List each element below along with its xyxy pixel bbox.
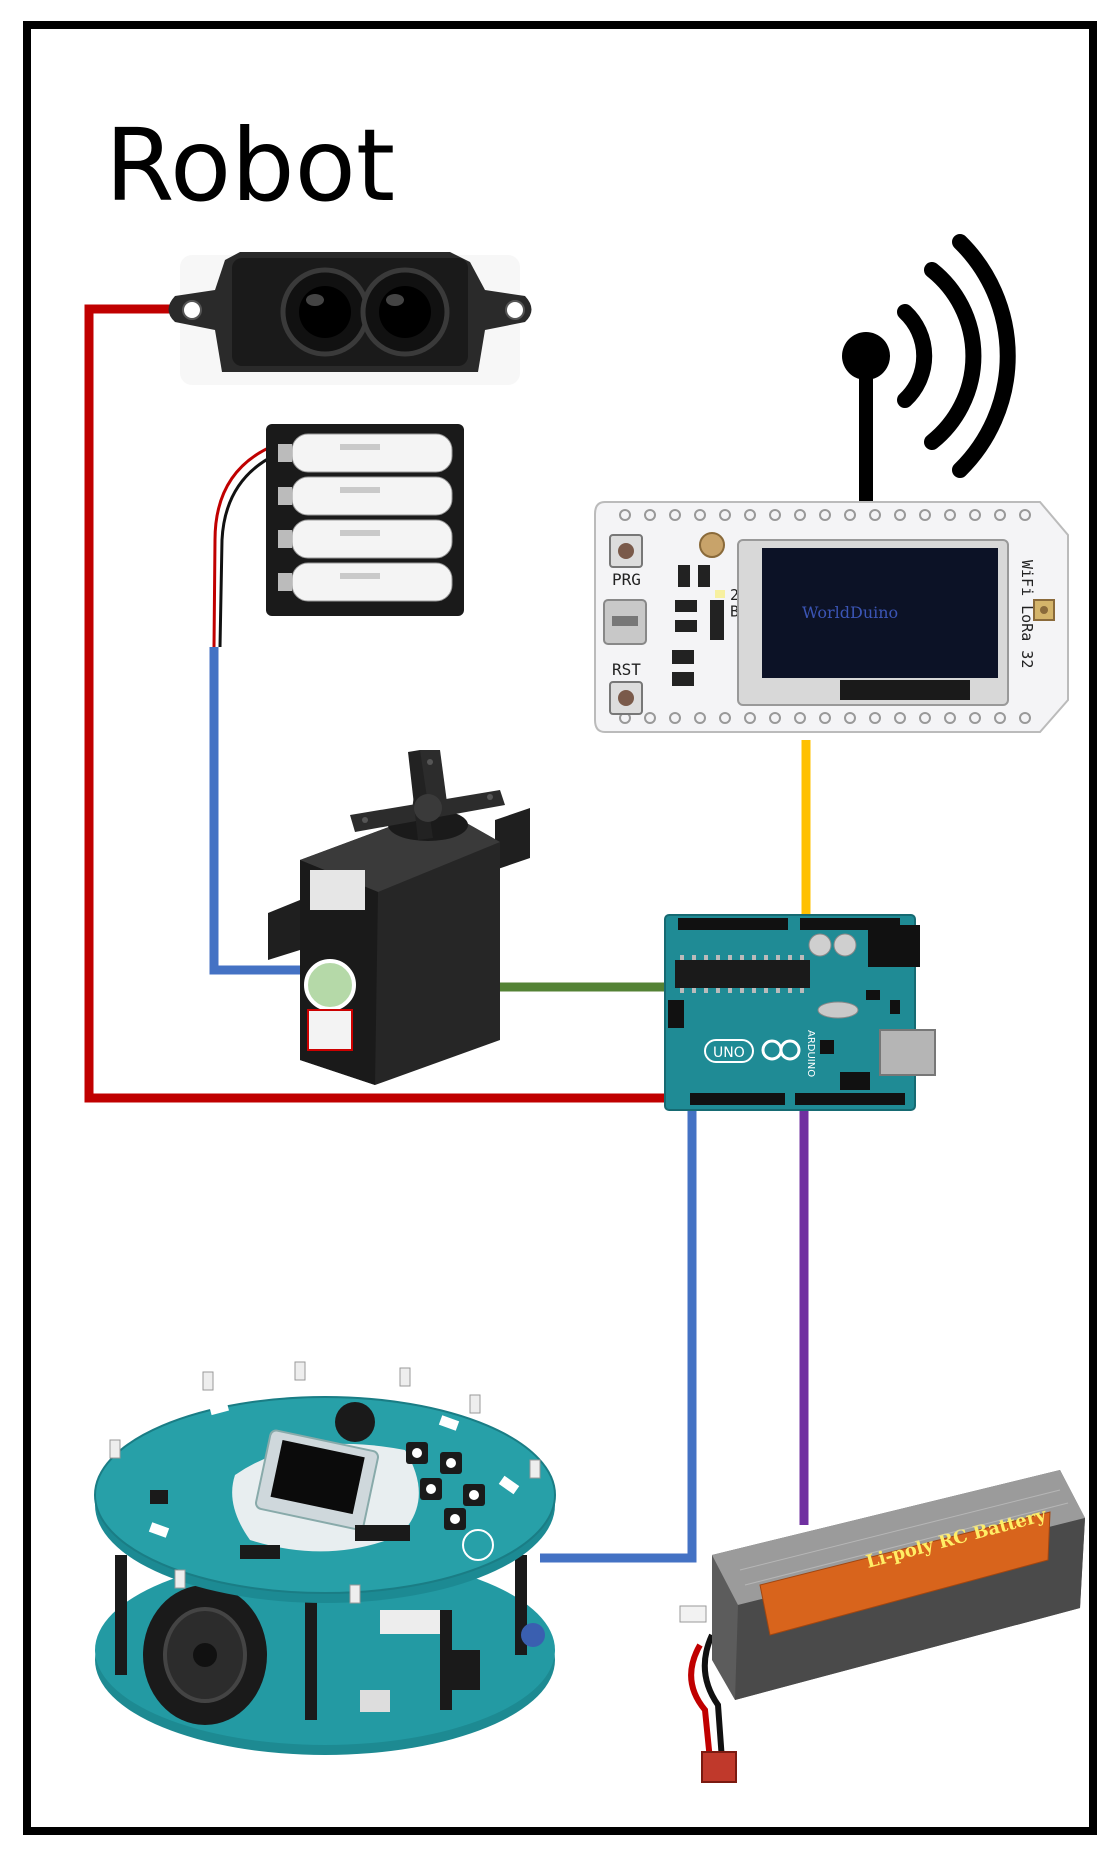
lidar-sensor-icon <box>169 252 532 385</box>
rst-label: RST <box>612 660 641 679</box>
diagram-title: Robot <box>105 107 395 224</box>
oled-screen-text: WorldDuino <box>802 603 898 622</box>
arduino-brand-label: ARDUINO <box>805 1030 816 1077</box>
aa-battery-pack-icon <box>214 424 464 647</box>
prg-label: PRG <box>612 570 641 589</box>
arduino-model-label: UNO <box>713 1045 745 1061</box>
lora-board-icon: PRG RST 25BAT WorldDuino WiFi LoRa 32 <box>595 502 1068 732</box>
arduino-uno-icon: UNO ARDUINO <box>665 915 935 1110</box>
arduino-robot-base-icon <box>95 1362 555 1755</box>
wifi-signal-icon <box>842 242 1008 505</box>
lipo-battery-icon: Li-poly RC Battery <box>680 1470 1085 1782</box>
servo-motor-icon <box>268 750 530 1085</box>
blue-wire-robot <box>540 1105 692 1558</box>
